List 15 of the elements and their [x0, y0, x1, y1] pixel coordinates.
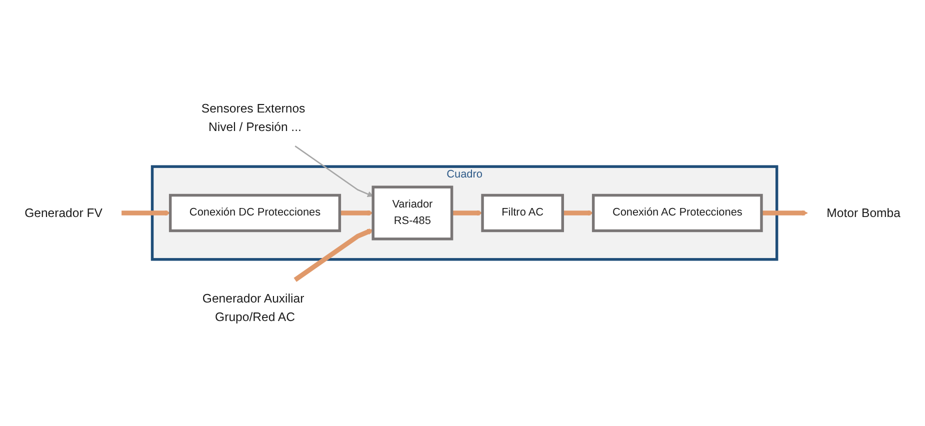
node-box: Variador RS-485	[372, 186, 454, 240]
arrow	[452, 210, 483, 216]
arrow	[562, 210, 594, 216]
node-box: Conexión AC Protecciones	[592, 194, 763, 232]
arrow	[761, 210, 808, 216]
node-box: Filtro AC	[481, 194, 564, 232]
node-text: Generador Auxiliar Grupo/Red AC	[202, 292, 304, 324]
arrow	[294, 228, 374, 282]
arrow	[294, 146, 374, 197]
node-box: Conexión DC Protecciones	[168, 194, 342, 232]
node-text: Motor Bomba	[826, 206, 900, 220]
arrow	[122, 210, 171, 216]
node-text: Sensores Externos Nivel / Presión ...	[201, 102, 306, 134]
node-text: Generador FV	[24, 206, 102, 220]
arrow	[340, 210, 374, 216]
